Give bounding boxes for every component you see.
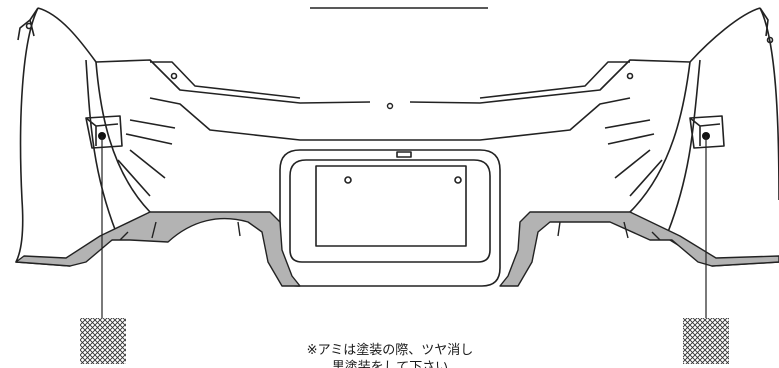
left-reflector-marker: [98, 132, 106, 318]
center-top-bolt: [386, 102, 394, 110]
bumper-right-side: [390, 7, 779, 267]
paint-note-line-1: ※アミは塗装の際、ツヤ消し: [306, 343, 474, 358]
bumper-left-side: [15, 7, 390, 267]
right-reflector-marker: [702, 132, 710, 318]
right-crosshatch-swatch: [683, 318, 729, 364]
left-crosshatch-swatch: [80, 318, 126, 364]
lower-diffuser: [15, 211, 779, 287]
license-plate-recess: [279, 149, 501, 287]
paint-note-line-2: 黒塗装をして下さい: [331, 360, 449, 368]
